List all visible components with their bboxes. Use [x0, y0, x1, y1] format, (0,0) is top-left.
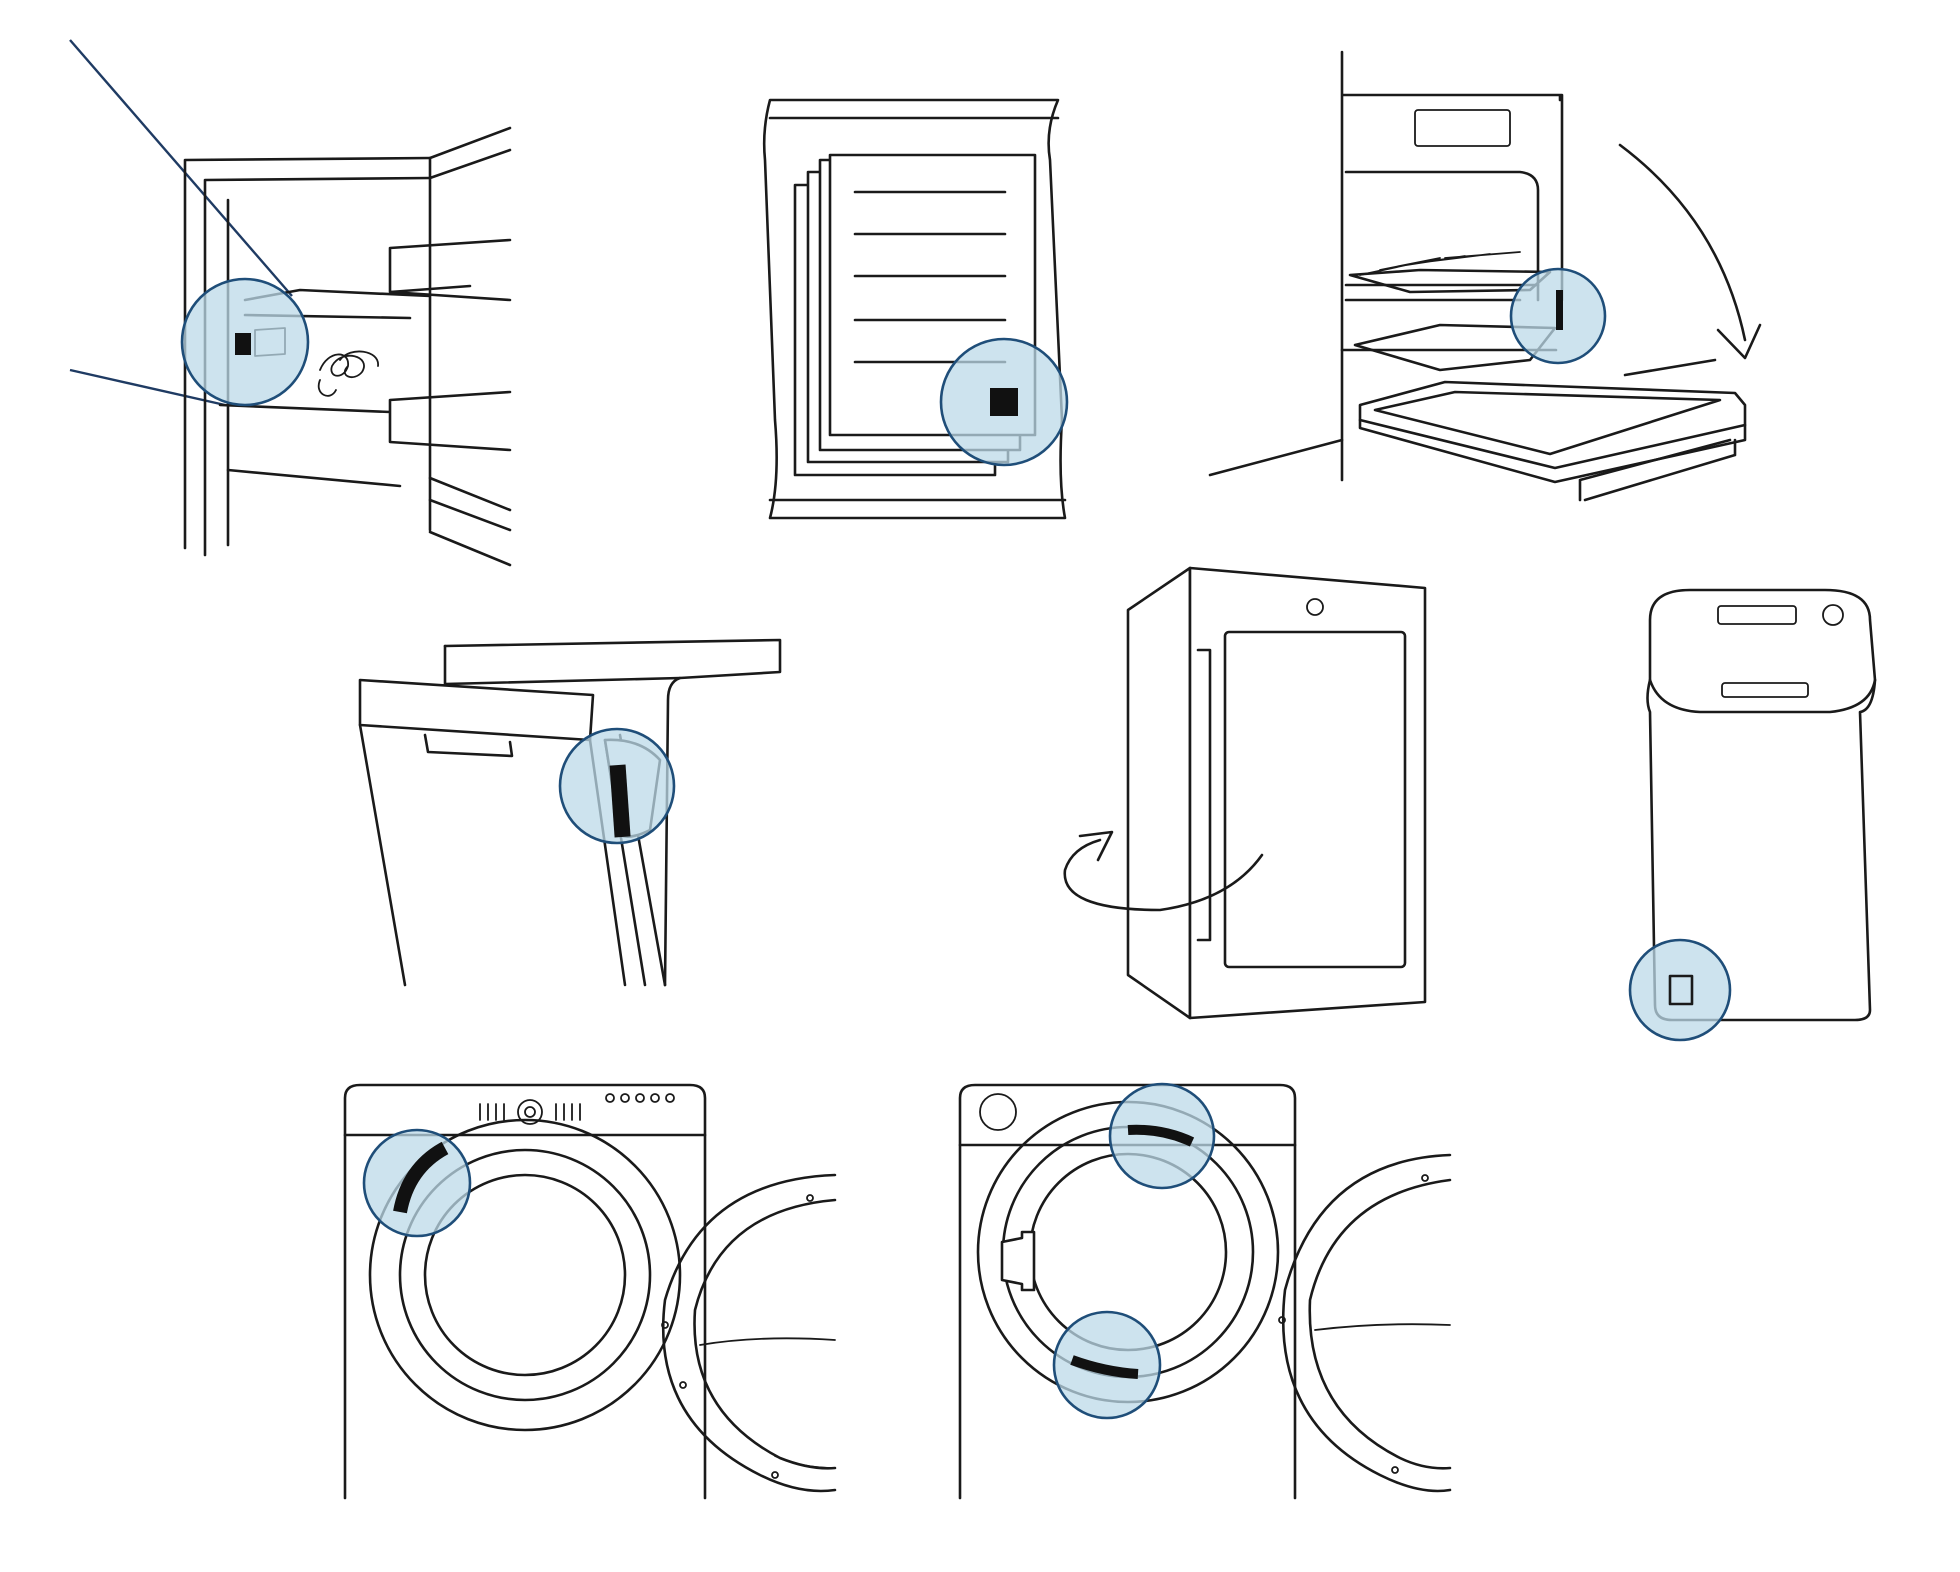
pointer-line-bottom [69, 368, 226, 407]
oven-icon [1208, 50, 1762, 502]
refrigerator-icon [69, 39, 512, 567]
washer-tower-icon [1628, 588, 1877, 1042]
manual-icon [762, 98, 1069, 520]
washer-icon-2 [958, 1082, 1452, 1500]
wine-cooler-icon [1063, 566, 1427, 1020]
label-highlight-circle [1628, 938, 1732, 1042]
dishwasher-icon [358, 638, 782, 987]
washer-icon [343, 1083, 837, 1500]
pointer-line-top [69, 39, 293, 297]
